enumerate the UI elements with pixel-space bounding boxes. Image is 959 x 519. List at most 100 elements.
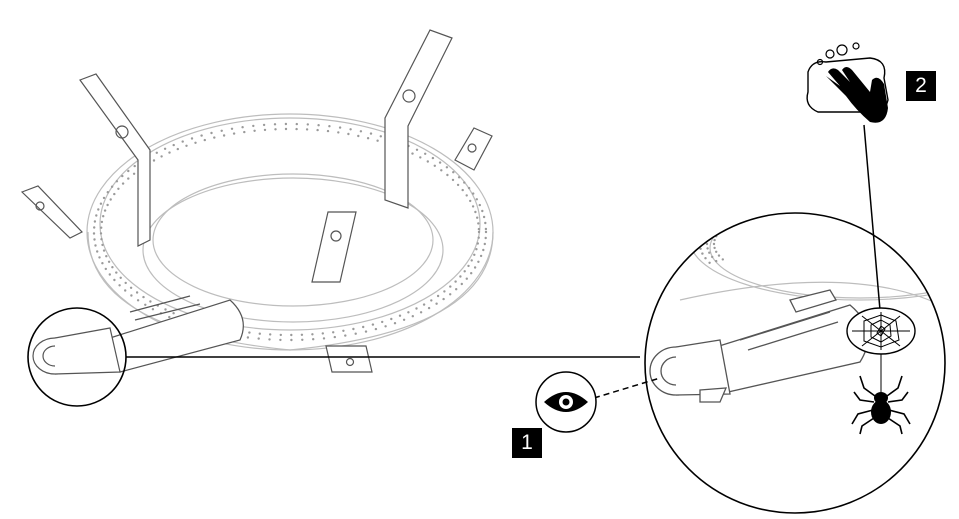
burner-hole (357, 134, 360, 138)
burner-hole (230, 127, 234, 130)
burner-hole (482, 248, 485, 252)
burner-hole (136, 299, 140, 302)
burner-hole (333, 335, 336, 339)
burner-hole (426, 160, 429, 163)
burner-hole (101, 243, 104, 247)
burner-hole (846, 193, 848, 195)
burner-hole (115, 180, 119, 183)
burner-hole (484, 221, 487, 225)
burner-hole (354, 332, 357, 335)
burner-hole (720, 221, 723, 225)
burner-hole (164, 308, 167, 311)
burner-hole (379, 135, 382, 138)
burner-hole (712, 242, 716, 246)
burner-hole (481, 209, 484, 213)
burner-hole (482, 215, 486, 219)
burner-hole (99, 232, 103, 235)
burner-hole (322, 337, 326, 340)
burner-hole (427, 306, 431, 310)
burner-hole (106, 191, 110, 194)
burner-hole (398, 314, 402, 317)
burner-hole (347, 132, 350, 136)
burner-hole (185, 144, 188, 147)
burner-hole (92, 232, 96, 235)
burner-hole (366, 137, 370, 140)
burner-hole (115, 271, 118, 274)
burner-hole (369, 132, 373, 135)
burner-hole (109, 198, 112, 201)
burner-hole (706, 247, 709, 250)
burner-hole (306, 123, 309, 126)
burner-hole (457, 176, 461, 179)
burner-hole (775, 206, 777, 208)
burner-hole (99, 202, 103, 205)
burner-hole (284, 122, 288, 126)
burner-hole (705, 242, 709, 246)
burner-hole (107, 260, 111, 263)
burner-hole (117, 187, 120, 190)
burner-hole (362, 325, 365, 329)
burner-hole (794, 198, 796, 200)
burner-hole (454, 280, 457, 283)
burner-hole (726, 217, 729, 221)
burner-hole (342, 329, 345, 332)
burner-hole (472, 192, 475, 195)
burner-hole (390, 317, 393, 321)
burner-hole (93, 220, 97, 223)
burner-hole (121, 182, 125, 185)
burner-hole (96, 250, 99, 253)
burner-hole (445, 166, 449, 169)
burner-hole (832, 194, 834, 196)
burner-hole (127, 169, 130, 173)
burner-hole (484, 230, 488, 234)
burner-hole (337, 131, 340, 134)
burner-hole (415, 148, 419, 151)
burner-hole (476, 216, 479, 219)
burner-hole (704, 257, 707, 260)
burner-hole (463, 181, 466, 184)
burner-hole (932, 204, 934, 206)
burner-hole (176, 147, 179, 151)
burner-hole (374, 327, 378, 331)
burner-hole (756, 201, 758, 203)
burner-hole (203, 138, 206, 142)
burner-hole (455, 288, 458, 291)
burner-hole (424, 152, 427, 155)
burner-hole (376, 139, 379, 142)
burner-hole (699, 247, 702, 250)
burner-hole (846, 198, 848, 200)
clean-pointer-line (863, 124, 881, 311)
burner-hole (279, 333, 282, 337)
burner-hole (100, 238, 103, 241)
burner-hole (477, 227, 481, 231)
burner-hole (94, 244, 97, 247)
burner-hole (924, 198, 926, 200)
burner-hole (312, 338, 315, 341)
burner-hole (93, 226, 96, 229)
burner-hole (384, 325, 387, 328)
burner-hole (232, 132, 236, 135)
burner-hole (698, 242, 702, 246)
burner-hole (344, 334, 347, 337)
burner-hole (246, 336, 250, 339)
burner-hole (470, 259, 473, 262)
burner-hole (708, 224, 711, 227)
burner-hole (118, 284, 121, 287)
burner-hole (252, 124, 255, 128)
burner-hole (295, 127, 298, 131)
burner-hole (436, 294, 440, 298)
burner-hole (124, 289, 127, 292)
burner-hole (911, 196, 913, 198)
burner-hole (262, 123, 266, 127)
burner-hole (779, 195, 781, 197)
burner-hole (295, 122, 298, 126)
burner-hole (452, 171, 455, 174)
burner-hole (859, 198, 861, 200)
burner-hole (711, 255, 714, 259)
burner-hole (809, 201, 811, 203)
burner-hole (321, 332, 324, 335)
burner-hole (479, 254, 483, 258)
burner-hole (953, 208, 955, 210)
burner-hole (721, 258, 724, 261)
